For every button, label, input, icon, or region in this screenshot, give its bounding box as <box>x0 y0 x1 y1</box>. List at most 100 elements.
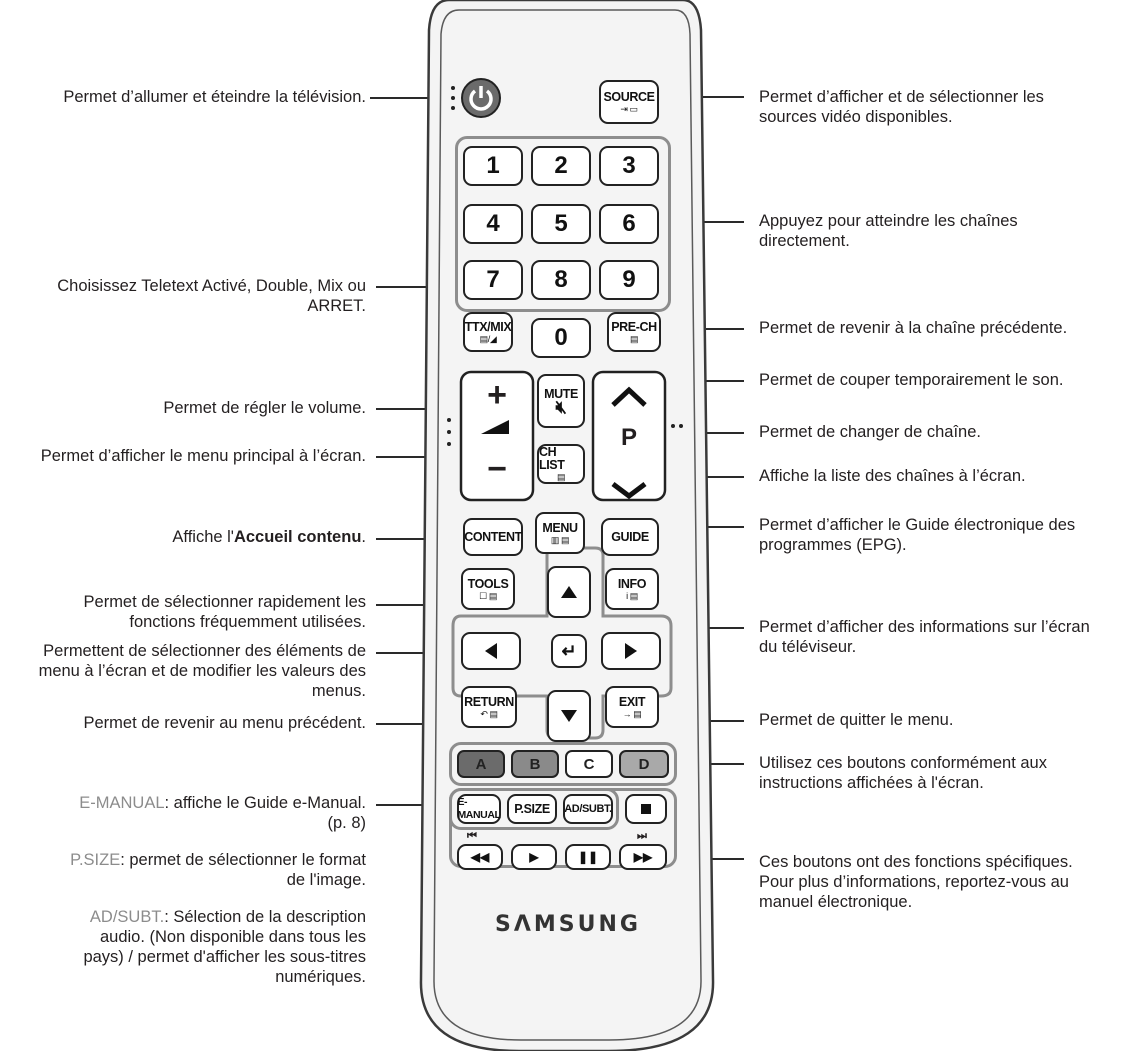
digit-0[interactable]: 0 <box>531 318 591 358</box>
label-power: Permet d’allumer et éteindre la télévisi… <box>63 88 366 106</box>
label-arrows: Permettent de sélectionner des éléments … <box>38 642 366 700</box>
arrow-up-icon <box>561 586 577 598</box>
mute-button[interactable]: MUTE🔇︎ <box>537 374 585 428</box>
label-exit: Permet de quitter le menu. <box>759 711 954 729</box>
label-chlist: Affiche la liste des chaînes à l’écran. <box>759 467 1026 485</box>
arrow-right-icon <box>625 643 637 659</box>
leader-tools <box>376 604 460 606</box>
e-manual-button[interactable]: E-MANUAL <box>457 794 501 824</box>
ch-list-button[interactable]: CH LIST▤ <box>537 444 585 484</box>
tools-button[interactable]: TOOLS☐ ▤ <box>461 568 515 610</box>
digit-1[interactable]: 1 <box>463 146 523 186</box>
fast-forward-icon: ▶▶ <box>633 850 653 864</box>
label-mute: Permet de couper temporairement le son. <box>759 371 1064 389</box>
label-volume: Permet de régler le volume. <box>163 399 366 417</box>
exit-icon: → ▤ <box>622 708 642 719</box>
power-icon <box>469 86 493 111</box>
leader-teletext <box>376 286 456 288</box>
leader-content <box>376 538 460 540</box>
digit-5[interactable]: 5 <box>531 204 591 244</box>
samsung-logo: SΛMSUNG <box>495 912 641 937</box>
label-adsubt: AD/SUBT.: Sélection de la description au… <box>83 908 366 986</box>
label-source: Permet d’afficher et de sélectionner les… <box>759 88 1044 126</box>
tools-icon: ☐ ▤ <box>479 590 497 601</box>
fast-forward-button[interactable]: ▶▶ <box>619 844 667 870</box>
color-button-b[interactable]: B <box>511 750 559 778</box>
mute-icon: 🔇︎ <box>555 397 567 417</box>
digit-2[interactable]: 2 <box>531 146 591 186</box>
label-prech: Permet de revenir à la chaîne précédente… <box>759 319 1068 337</box>
stop-icon <box>641 804 651 814</box>
content-button[interactable]: CONTENT <box>463 518 523 556</box>
up-arrow-button[interactable] <box>547 566 591 618</box>
color-button-a[interactable]: A <box>457 750 505 778</box>
digit-6[interactable]: 6 <box>599 204 659 244</box>
rewind-button[interactable]: ◀◀ <box>457 844 503 870</box>
label-return: Permet de revenir au menu précédent. <box>83 714 367 732</box>
menu-button[interactable]: MENU▥ ▤ <box>535 512 585 554</box>
enter-button[interactable]: ↵ <box>551 634 587 668</box>
label-content: Affiche l'Accueil contenu. <box>172 528 366 546</box>
leader-volume <box>376 408 464 410</box>
ad-subt-button[interactable]: AD/SUBT. <box>563 794 613 824</box>
digit-8[interactable]: 8 <box>531 260 591 300</box>
menu-icon: ▥ ▤ <box>550 534 570 545</box>
digit-7[interactable]: 7 <box>463 260 523 300</box>
pre-ch-button[interactable]: PRE-CH▤ <box>607 312 661 352</box>
ch-list-icon: ▤ <box>556 472 566 482</box>
right-arrow-button[interactable] <box>601 632 661 670</box>
p-size-button[interactable]: P.SIZE <box>507 794 557 824</box>
down-arrow-button[interactable] <box>547 690 591 742</box>
return-button[interactable]: RETURN↶ ▤ <box>461 686 517 728</box>
play-icon: ▶ <box>529 850 539 864</box>
label-info: Permet d’afficher des informations sur l… <box>759 618 1090 656</box>
leader-menu <box>376 456 460 458</box>
guide-button[interactable]: GUIDE <box>601 518 659 556</box>
arrow-left-icon <box>485 643 497 659</box>
remote-control: SOURCE ⇥ ▭ 1 2 3 4 5 6 7 8 9 TTX/MIX▤/◢ … <box>409 0 727 1051</box>
color-button-c[interactable]: C <box>565 750 613 778</box>
digit-3[interactable]: 3 <box>599 146 659 186</box>
emanual-row-frame <box>449 788 619 830</box>
play-button[interactable]: ▶ <box>511 844 557 870</box>
power-button[interactable] <box>461 78 501 118</box>
label-menu: Permet d’afficher le menu principal à l’… <box>40 447 366 465</box>
number-pad-frame <box>455 136 671 312</box>
source-label: SOURCE <box>603 89 655 104</box>
skip-forward-icon: ⏭ <box>637 830 647 842</box>
channel-label[interactable]: P <box>620 424 637 451</box>
label-special: Ces boutons ont des fonctions spécifique… <box>759 853 1073 911</box>
leader-power <box>370 97 438 99</box>
volume-up-button[interactable]: + <box>487 375 507 414</box>
leader-emanual <box>376 804 442 806</box>
exit-button[interactable]: EXIT→ ▤ <box>605 686 659 728</box>
rewind-icon: ◀◀ <box>470 850 490 864</box>
enter-icon: ↵ <box>561 640 577 661</box>
label-guide: Permet d’afficher le Guide électronique … <box>759 516 1076 554</box>
label-teletext: Choisissez Teletext Activé, Double, Mix … <box>57 277 366 315</box>
leader-return <box>376 723 460 725</box>
skip-back-icon: ⏮ <box>467 830 477 842</box>
pre-ch-icon: ▤ <box>629 333 639 344</box>
ttx-mix-button[interactable]: TTX/MIX▤/◢ <box>463 312 513 352</box>
leader-arrows <box>376 652 458 654</box>
arrow-down-icon <box>561 710 577 722</box>
info-icon: i ▤ <box>626 590 638 601</box>
color-button-d[interactable]: D <box>619 750 669 778</box>
stop-button[interactable] <box>625 794 667 824</box>
label-channel: Permet de changer de chaîne. <box>759 423 981 441</box>
teletext-icon: ▤/◢ <box>479 333 497 344</box>
pause-button[interactable]: ❚❚ <box>565 844 611 870</box>
label-emanual: E-MANUAL: affiche le Guide e-Manual. (p.… <box>79 794 366 832</box>
source-button[interactable]: SOURCE ⇥ ▭ <box>599 80 659 124</box>
volume-down-button[interactable]: − <box>487 449 507 488</box>
pause-icon: ❚❚ <box>577 850 599 864</box>
left-arrow-button[interactable] <box>461 632 521 670</box>
digit-4[interactable]: 4 <box>463 204 523 244</box>
source-icon: ⇥ ▭ <box>620 103 638 114</box>
digit-9[interactable]: 9 <box>599 260 659 300</box>
